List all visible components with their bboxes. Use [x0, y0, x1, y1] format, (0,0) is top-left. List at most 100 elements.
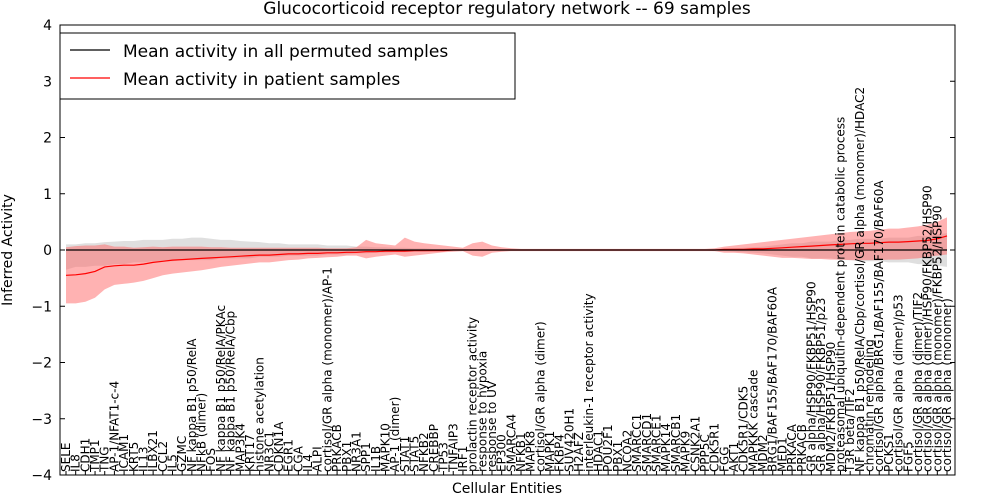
- x-tick-label: CDKN1A: [272, 421, 286, 472]
- x-tick-label: GR alpha/HSP90/FKBP51/p23: [814, 298, 828, 472]
- x-tick-label: FKBP4: [553, 434, 567, 472]
- x-tick-label: interleukin-1 receptor activity: [582, 293, 596, 472]
- x-tick-label: IL5: [165, 454, 179, 472]
- x-tick-label: H2AFZ: [572, 432, 586, 472]
- x-tick-label: STAT5: [408, 436, 422, 472]
- x-tick-label: PRKACA: [785, 423, 799, 472]
- x-tick-label: NFKB2: [417, 432, 431, 472]
- band-patient: [66, 217, 947, 304]
- x-tick-label: KRT17: [243, 434, 257, 472]
- x-tick-label: POU2F1: [601, 424, 615, 472]
- x-tick-label: CDK5R1: [708, 423, 722, 472]
- x-tick-label: EGR1: [282, 439, 296, 472]
- x-ticks: [65, 471, 948, 475]
- x-tick-label: FOS: [204, 448, 218, 472]
- y-tick-label: 3: [43, 74, 52, 90]
- x-tick-label: MAP3K4: [233, 423, 247, 472]
- plot-frame: [59, 24, 956, 476]
- x-tick-label: cortisol/GR alpha (monomer)/AP-1: [320, 267, 334, 472]
- x-tick-label: GZMC: [175, 436, 189, 472]
- x-tick-label: response to hypoxia: [475, 351, 489, 472]
- x-tick-label: NF kappa B1 p50/RelA/Cbp: [224, 311, 238, 472]
- x-tick-label: IL1B: [369, 446, 383, 472]
- x-tick-label: T3R beta/TIF2: [843, 388, 857, 473]
- x-tick-label: CSNK2A1: [688, 416, 702, 472]
- y-tick-label: 0: [43, 243, 52, 259]
- x-tick-label: SUV420H1: [562, 408, 576, 472]
- x-tick-label: MDM2/FKBP51/HSP90: [824, 342, 838, 472]
- x-tick-label: MAPK14: [659, 423, 673, 472]
- x-tick-label: AKT1: [727, 442, 741, 472]
- x-tick-label: PBX1: [340, 441, 354, 472]
- x-axis-label: Cellular Entities: [452, 481, 562, 497]
- x-tick-label: ALPI: [311, 446, 325, 472]
- x-tick-label: FGF5: [901, 441, 915, 472]
- x-tick-label: AP-1/NFAT1-c-4: [107, 381, 121, 472]
- x-tick-label: MAPK10: [378, 423, 392, 472]
- legend-label-patient: Mean activity in patient samples: [123, 70, 400, 90]
- x-tick-label: NFkB (dimer): [195, 393, 209, 472]
- y-tick-label: 2: [43, 131, 52, 147]
- x-tick-label: cortisol/GR alpha (monomer)/FKBP52/HSP90: [930, 205, 944, 472]
- x-tick-label: EP300: [495, 434, 509, 472]
- chart-title: Glucocorticoid receptor regulatory netwo…: [263, 0, 751, 19]
- x-tick-label: IL13: [136, 447, 150, 473]
- x-tick-label: CREBBP: [427, 424, 441, 472]
- x-tick-label: MAPK9: [679, 431, 693, 472]
- x-tick-label: SMARCB1: [669, 414, 683, 472]
- x-tick-label: TNFAIP3: [446, 423, 460, 473]
- y-tick-label: −1: [31, 299, 52, 315]
- x-tick-label: cortisol/GR alpha (monomer): [940, 298, 954, 472]
- x-tick-label: TNG: [98, 446, 112, 473]
- confidence-bands: [66, 217, 947, 304]
- x-tick-label: CGA: [291, 445, 305, 472]
- x-tick-label: PCKS1: [882, 433, 896, 472]
- x-tick-label: NR3C1: [262, 431, 276, 472]
- x-tick-label: prolactin receptor activity: [466, 317, 480, 472]
- x-tick-label: SMARCD1: [640, 413, 654, 472]
- x-tick-label: GR alpha/HSP90/FKBP51/HSP90: [804, 281, 818, 472]
- y-tick-label: −3: [31, 412, 52, 428]
- legend-box: [59, 32, 516, 100]
- legend: Mean activity in all permuted samples Me…: [59, 32, 516, 100]
- x-tick-label: SELE: [59, 443, 73, 472]
- x-tick-label: NCOA2: [621, 430, 635, 472]
- x-tick-label: SPP1: [359, 442, 373, 472]
- x-tick-label: IRF1: [456, 446, 470, 472]
- x-tick-label: cortisol/GR alpha/BRG1/BAF155/BAF170/BAF…: [872, 180, 886, 472]
- x-tick-label: MAPK1: [543, 431, 557, 472]
- x-tick-label: PBX1: [611, 441, 625, 472]
- x-tick-labels: SELEIL8CDH1TMP1TNGAP-1/NFAT1-c-4ICAM1KRT…: [59, 87, 954, 473]
- x-tick-label: ICAM1: [117, 434, 131, 472]
- x-tick-label: NR3A1: [349, 431, 363, 472]
- y-tick-label: −2: [31, 356, 52, 372]
- x-tick-label: KRT5: [127, 442, 141, 472]
- x-tick-label: CCL2: [156, 441, 170, 472]
- x-tick-label: BRG1/BAF155/BAF170/BAF60A: [766, 286, 780, 472]
- x-tick-label: IL4: [301, 454, 315, 472]
- x-tick-label: AP-1 (dimer): [388, 397, 402, 472]
- x-tick-label: PPP5C: [698, 434, 712, 472]
- x-tick-label: ILBX21: [146, 430, 160, 472]
- x-tick-label: cortisol/GR alpha (dimer)/HSP90/FKBP52/H…: [921, 185, 935, 472]
- x-tick-label: NF kappa B1 p50/RelA/Cbp/cortisol/GR alp…: [853, 87, 867, 472]
- x-tick-label: histone acetylation: [253, 357, 267, 472]
- x-tick-label: STAT1: [398, 436, 412, 472]
- x-tick-label: FGG: [717, 447, 731, 473]
- x-tick-label: MAPKKK cascade: [746, 370, 760, 472]
- y-tick-label: 4: [43, 18, 52, 34]
- x-tick-label: PRKACB: [330, 424, 344, 472]
- x-tick-label: NFKB1: [514, 432, 528, 472]
- x-tick-label: SMARCC1: [630, 414, 644, 472]
- x-tick-label: TP53: [437, 442, 451, 473]
- x-tick-label: cortisol/GR alpha (dimer)/TIF2: [911, 292, 925, 472]
- x-tick-label: SMARCA4: [504, 414, 518, 472]
- x-tick-label: CDH1: [78, 438, 92, 472]
- x-tick-label: IL8: [69, 454, 83, 472]
- series-lines: [65, 235, 948, 276]
- x-tick-label: NF kappa B1 p50/RelA/PKAc: [214, 305, 228, 472]
- x-tick-label: NF kappa B1 p50/RelA: [185, 338, 199, 472]
- x-tick-label: PRKACB: [795, 424, 809, 472]
- x-tick-label: TMP1: [88, 439, 102, 473]
